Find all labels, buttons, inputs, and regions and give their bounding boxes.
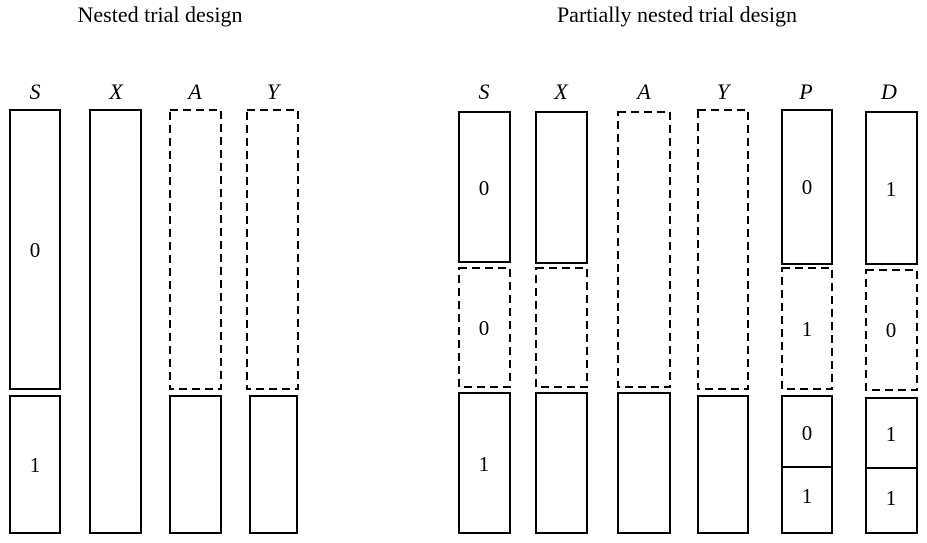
block — [535, 392, 588, 534]
block — [246, 109, 299, 390]
block — [781, 466, 833, 534]
block — [697, 109, 749, 390]
column-s: S 0 0 1 — [458, 79, 511, 534]
block-label: 0 — [479, 176, 490, 200]
block — [781, 267, 833, 390]
block-label: 0 — [30, 238, 41, 262]
block — [535, 111, 588, 264]
block-label: 1 — [30, 453, 41, 477]
block — [865, 467, 918, 534]
block-label: 1 — [886, 422, 897, 446]
column-y: Y — [246, 79, 299, 534]
block — [9, 395, 61, 534]
block — [249, 395, 298, 534]
block — [535, 267, 588, 388]
column-header: A — [186, 79, 202, 104]
column-y: Y — [697, 79, 749, 534]
block — [617, 392, 671, 534]
panel-partially-nested: Partially nested trial design S 0 0 1 X … — [458, 2, 918, 534]
panel-nested: Nested trial design S 0 1 X A Y — [9, 2, 299, 534]
column-a: A — [169, 79, 222, 534]
block — [458, 267, 511, 388]
block — [865, 269, 918, 391]
column-header: X — [108, 79, 124, 104]
block — [697, 395, 749, 534]
block — [89, 109, 142, 534]
column-header: D — [880, 79, 897, 104]
column-header: Y — [717, 79, 732, 104]
column-d: D 1 0 1 1 — [865, 79, 918, 534]
column-header: Y — [267, 79, 282, 104]
column-s: S 0 1 — [9, 79, 61, 534]
column-x: X — [535, 79, 588, 534]
block — [781, 109, 833, 265]
block-label: 0 — [802, 175, 813, 199]
block — [9, 109, 61, 390]
column-header: S — [479, 79, 490, 104]
block — [865, 397, 918, 469]
column-header: X — [553, 79, 569, 104]
block-label: 1 — [802, 484, 813, 508]
panel-title: Partially nested trial design — [557, 2, 797, 27]
block — [169, 109, 222, 390]
column-p: P 0 1 0 1 — [781, 79, 833, 534]
column-x: X — [89, 79, 142, 534]
block — [458, 392, 511, 534]
block-label: 1 — [479, 452, 490, 476]
block-label: 1 — [802, 317, 813, 341]
column-header: P — [798, 79, 812, 104]
block-label: 0 — [802, 421, 813, 445]
column-header: S — [30, 79, 41, 104]
panel-title: Nested trial design — [78, 2, 243, 27]
block-label: 0 — [886, 318, 897, 342]
block-label: 1 — [886, 177, 897, 201]
block-label: 1 — [886, 486, 897, 510]
column-header: A — [635, 79, 651, 104]
block — [617, 111, 671, 388]
column-a: A — [617, 79, 671, 534]
block — [458, 111, 511, 263]
block — [865, 111, 918, 265]
block-label: 0 — [479, 316, 490, 340]
block — [169, 395, 222, 534]
